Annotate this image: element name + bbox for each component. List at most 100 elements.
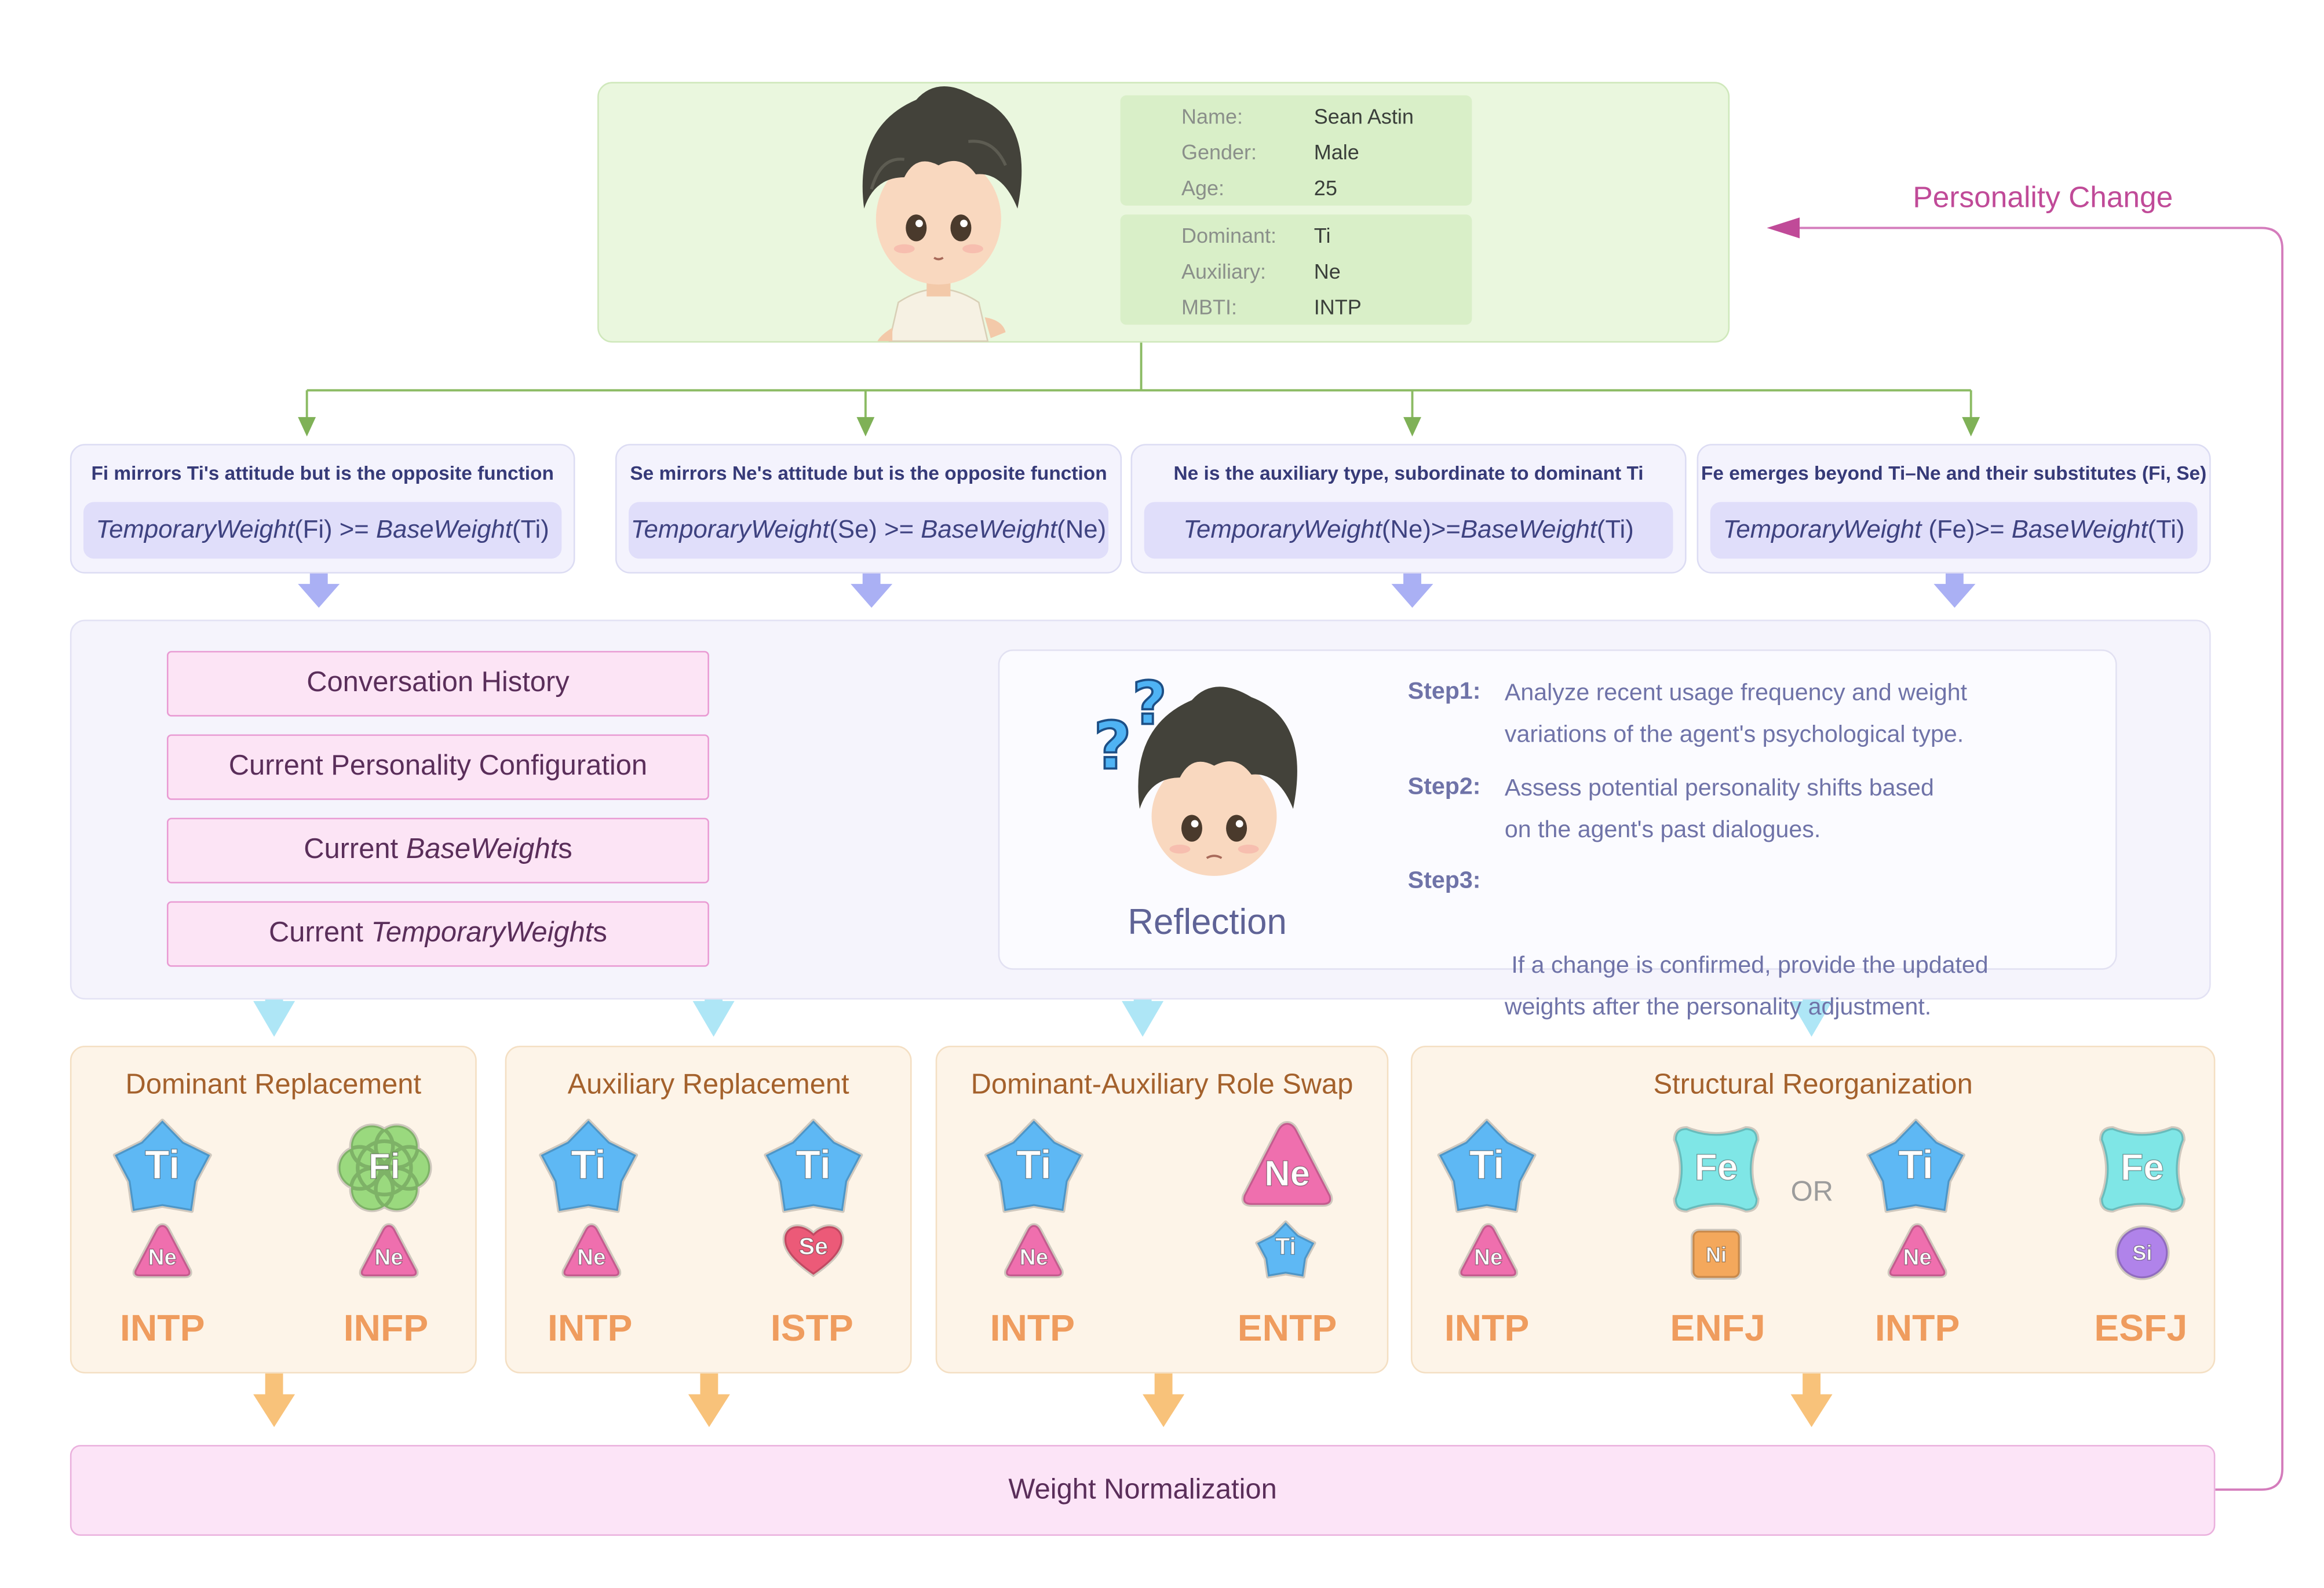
ne-triangle-icon: Ne: [1886, 1221, 1949, 1281]
mbti-result: INFP: [343, 1308, 429, 1350]
tri-badge-shape: [1238, 1117, 1337, 1213]
ti-star-icon: Ti: [761, 1114, 866, 1218]
profile-branch-arrowheads: [298, 417, 1980, 437]
transform-to-norm-arrows: [253, 1373, 1833, 1428]
profile-branch-lines: [305, 342, 1972, 425]
ti-star-icon: Ti: [1254, 1218, 1317, 1281]
function-code: Ne: [577, 1244, 606, 1271]
mbti-result: ESFJ: [2094, 1308, 2188, 1350]
circle-badge-shape: [2114, 1225, 2171, 1282]
personality-change-label: Personality Change: [1913, 181, 2173, 215]
info-row-dominant: Dominant: Ti: [1121, 217, 1472, 253]
mbti-result: INTP: [990, 1308, 1075, 1350]
cross-badge-shape: [1667, 1120, 1765, 1219]
function-code: Ne: [1264, 1154, 1310, 1195]
svg-text:?: ?: [1132, 670, 1167, 739]
transform-auxiliary-replacement: Auxiliary Replacement: [505, 1045, 912, 1374]
step2-text: Assess potential personality shifts base…: [1504, 776, 1934, 844]
ti-star-icon: Ti: [982, 1114, 1086, 1218]
function-code: Ne: [1903, 1244, 1932, 1271]
transform-title: Dominant-Auxiliary Role Swap: [971, 1069, 1353, 1101]
character-avatar: [862, 86, 1022, 342]
function-code: Ti: [1275, 1235, 1296, 1261]
ti-star-icon: Ti: [537, 1114, 641, 1218]
function-code: Ti: [1469, 1142, 1505, 1188]
info-row-name: Name: Sean Astin: [1121, 98, 1472, 134]
transform-title: Dominant Replacement: [125, 1069, 422, 1101]
rule-formula: TemporaryWeight (Fe)>= BaseWeight(Ti): [1710, 502, 2198, 559]
input-conversation-history: Conversation History: [166, 651, 709, 717]
flower-badge-shape: [337, 1120, 432, 1216]
ne-triangle-icon: Ne: [357, 1221, 420, 1281]
function-code: Ni: [1705, 1242, 1727, 1266]
personality-change-arrowhead: [1767, 217, 1800, 239]
mbti-result: INTP: [120, 1308, 205, 1350]
name-label: Name:: [1181, 104, 1243, 129]
mbti-label: MBTI:: [1181, 295, 1237, 319]
tri-badge-shape: [131, 1221, 194, 1281]
age-value: 25: [1314, 176, 1337, 200]
fe-cross-icon: Fe: [1667, 1120, 1765, 1219]
step3-text: If a change is confirmed, provide the up…: [1504, 953, 1989, 1021]
name-value: Sean Astin: [1314, 104, 1414, 129]
function-code: Ti: [144, 1142, 180, 1188]
star-badge-shape: [1864, 1114, 1968, 1218]
step2-label: Step2:: [1407, 775, 1481, 800]
ne-triangle-icon: Ne: [560, 1221, 623, 1281]
star-badge-shape: [110, 1114, 214, 1218]
ti-star-icon: Ti: [1864, 1114, 1968, 1218]
mbti-result: INTP: [1444, 1308, 1530, 1350]
mbti-result: ENFJ: [1670, 1308, 1765, 1350]
reflection-avatar: ? ?: [1092, 669, 1297, 876]
star-badge-shape: [1435, 1114, 1539, 1218]
square-badge-shape: [1690, 1228, 1743, 1282]
step1-label: Step1:: [1407, 679, 1481, 705]
transform-structural-reorganization: Structural Reorganization: [1410, 1045, 2216, 1374]
heart-badge-shape: [780, 1218, 846, 1281]
rule-title: Ne is the auxiliary type, subordinate to…: [1173, 462, 1644, 484]
transform-title: Auxiliary Replacement: [567, 1069, 849, 1101]
dominant-value: Ti: [1314, 223, 1331, 247]
transform-title: Structural Reorganization: [1653, 1069, 1973, 1101]
star-badge-shape: [982, 1114, 1086, 1218]
function-code: Ti: [1016, 1142, 1052, 1188]
mbti-result: INTP: [1874, 1308, 1960, 1350]
gender-label: Gender:: [1181, 140, 1257, 164]
function-code: Ti: [571, 1142, 607, 1188]
personality-change-loop: [1796, 227, 2284, 1491]
ne-triangle-icon: Ne: [1238, 1117, 1337, 1213]
tri-badge-shape: [1457, 1221, 1520, 1281]
or-label: OR: [1790, 1177, 1833, 1209]
mbti-result: INTP: [547, 1308, 633, 1350]
fe-cross-icon: Fe: [2093, 1120, 2192, 1219]
tri-badge-shape: [1002, 1221, 1065, 1281]
function-code: Fi: [368, 1146, 400, 1187]
ti-star-icon: Ti: [110, 1114, 214, 1218]
rule-card-ne: Ne is the auxiliary type, subordinate to…: [1130, 444, 1687, 574]
function-info-box: Dominant: Ti Auxiliary: Ne MBTI: INTP: [1120, 214, 1472, 325]
rule-to-panel-arrows: [298, 572, 1976, 608]
age-label: Age:: [1181, 176, 1225, 200]
ne-triangle-icon: Ne: [131, 1221, 194, 1281]
input-personality-config: Current Personality Configuration: [166, 734, 709, 800]
rule-card-fi: Fi mirrors Ti's attitude but is the oppo…: [70, 444, 575, 574]
step1-text: Analyze recent usage frequency and weigh…: [1504, 681, 1968, 748]
star-badge-shape: [537, 1114, 641, 1218]
tri-badge-shape: [1886, 1221, 1949, 1281]
function-code: Ti: [796, 1142, 831, 1188]
ti-star-icon: Ti: [1435, 1114, 1539, 1218]
si-circle-icon: Si: [2114, 1225, 2171, 1282]
function-code: Ne: [374, 1244, 404, 1271]
weight-normalization-bar: Weight Normalization: [70, 1445, 2216, 1536]
function-code: Ne: [1473, 1244, 1503, 1271]
cross-badge-shape: [2093, 1120, 2192, 1219]
step3-label: Step3:: [1407, 868, 1481, 894]
rule-formula: TemporaryWeight(Se) >= BaseWeight(Ne): [629, 502, 1108, 559]
rule-title: Fe emerges beyond Ti–Ne and their substi…: [1701, 462, 2207, 484]
svg-text:?: ?: [1093, 708, 1132, 784]
gender-value: Male: [1314, 140, 1359, 164]
function-code: Fe: [1694, 1147, 1739, 1189]
function-code: Si: [2132, 1240, 2153, 1265]
panel-to-transform-arrows: [253, 983, 1833, 1037]
rule-card-se: Se mirrors Ne's attitude but is the oppo…: [615, 444, 1122, 574]
